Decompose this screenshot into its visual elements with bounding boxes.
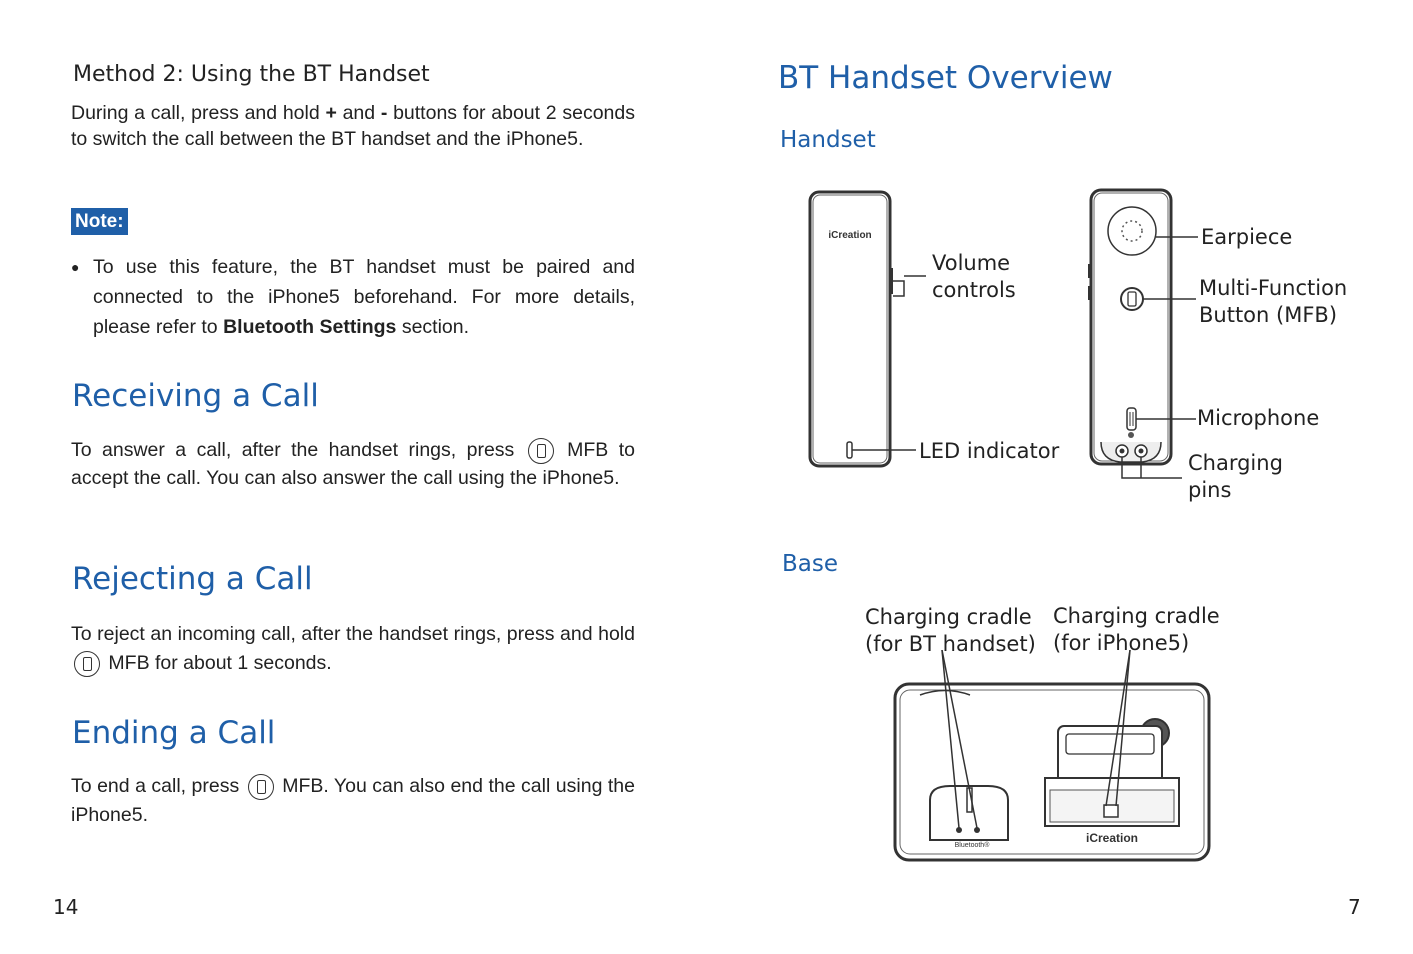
- cradle-bt-label: Charging cradle (for BT handset): [865, 604, 1036, 658]
- base-illustration: Bluetooth® iCreation: [893, 650, 1211, 862]
- volume-controls-label: Volume controls: [932, 250, 1016, 304]
- bluetooth-mark: Bluetooth®: [955, 841, 991, 849]
- base-heading: Base: [782, 551, 839, 577]
- rejecting-paragraph: To reject an incoming call, after the ha…: [71, 620, 635, 678]
- note-badge: Note:: [71, 208, 128, 235]
- cradle-ip-line1: Charging cradle: [1053, 604, 1220, 628]
- charging-label-line2: pins: [1188, 478, 1232, 502]
- page-number-right: 7: [1348, 895, 1361, 919]
- mfb-label-line2: Button (MFB): [1199, 303, 1338, 327]
- note-text-end: section.: [396, 316, 470, 338]
- note-bold-link: Bluetooth Settings: [223, 316, 397, 338]
- rejecting-heading: Rejecting a Call: [72, 561, 313, 597]
- receiving-text: To answer a call, after the handset ring…: [71, 439, 525, 461]
- handset-illustration: iCreation: [808, 188, 1198, 479]
- mfb-label-line1: Multi-Function: [1199, 276, 1348, 300]
- phone-button-icon: [247, 773, 274, 800]
- receiving-paragraph: To answer a call, after the handset ring…: [71, 436, 635, 492]
- minus-key: -: [380, 102, 388, 124]
- note-item: ● To use this feature, the BT handset mu…: [71, 252, 635, 342]
- cradle-iphone-label: Charging cradle (for iPhone5): [1053, 603, 1220, 657]
- page-number-left: 14: [53, 895, 79, 919]
- plus-key: +: [325, 102, 337, 124]
- led-indicator-label: LED indicator: [919, 439, 1060, 463]
- handset-front-view: [1088, 188, 1198, 479]
- cradle-ip-line2: (for iPhone5): [1053, 631, 1190, 655]
- ending-paragraph: To end a call, press MFB. You can also e…: [71, 772, 635, 830]
- microphone-label: Microphone: [1197, 406, 1320, 430]
- bullet-icon: ●: [71, 259, 80, 275]
- method-text-end: buttons for about 2 seconds to switch th…: [71, 102, 635, 150]
- method-heading: Method 2: Using the BT Handset: [73, 62, 430, 87]
- phone-button-icon: [527, 437, 554, 464]
- method-paragraph: During a call, press and hold + and - bu…: [71, 100, 635, 152]
- rejecting-text: To reject an incoming call, after the ha…: [71, 623, 635, 645]
- rejecting-text-end: MFB for about 1 seconds.: [103, 652, 332, 674]
- receiving-heading: Receiving a Call: [72, 378, 319, 414]
- ending-heading: Ending a Call: [72, 715, 276, 751]
- brand-logo-base: iCreation: [1086, 831, 1138, 845]
- volume-label-line2: controls: [932, 278, 1016, 302]
- overview-title: BT Handset Overview: [778, 60, 1113, 96]
- ending-text-end: MFB. You can also end the call using the…: [71, 775, 635, 826]
- brand-logo: iCreation: [828, 230, 871, 241]
- cradle-bt-line1: Charging cradle: [865, 605, 1032, 629]
- charging-pins-label: Charging pins: [1188, 450, 1283, 504]
- phone-button-icon: [74, 650, 100, 677]
- cradle-bt-line2: (for BT handset): [865, 632, 1036, 656]
- earpiece-label: Earpiece: [1201, 225, 1293, 249]
- charging-label-line1: Charging: [1188, 451, 1283, 475]
- volume-label-line1: Volume: [932, 251, 1011, 275]
- note-text: To use this feature, the BT handset must…: [93, 256, 635, 338]
- receiving-text-end: MFB to accept the call. You can also ans…: [71, 439, 635, 489]
- and-text: and: [336, 102, 381, 124]
- ending-text: To end a call, press: [71, 775, 245, 797]
- method-text: During a call, press and hold: [71, 102, 326, 124]
- handset-heading: Handset: [780, 127, 876, 153]
- handset-side-view: iCreation: [808, 190, 926, 468]
- mfb-label: Multi-Function Button (MFB): [1199, 275, 1347, 329]
